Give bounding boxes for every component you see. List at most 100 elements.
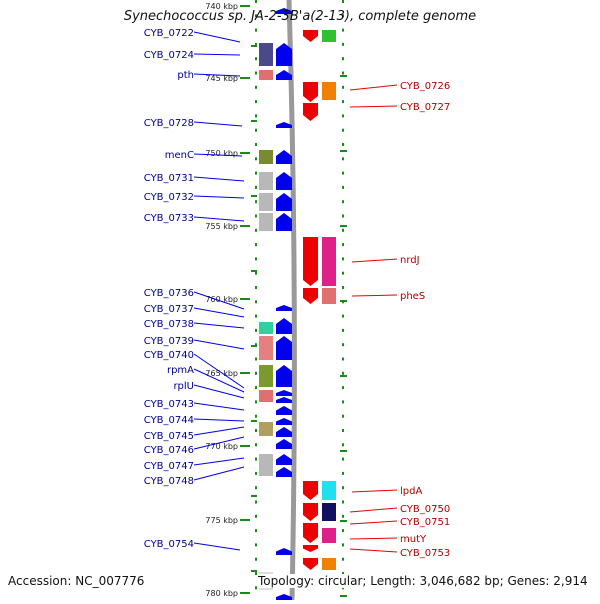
- track-dot: [255, 357, 257, 361]
- scale-tick-label: 775 kbp: [205, 516, 238, 525]
- track-dot: [255, 271, 257, 275]
- label-connector: [193, 466, 245, 481]
- cog-color-box: [259, 322, 273, 334]
- major-tick: [251, 495, 257, 497]
- cog-color-box: [259, 336, 273, 360]
- track-dot: [255, 471, 257, 475]
- scale-tick: [240, 77, 250, 79]
- gene-label-cyb-0746: CYB_0746: [144, 445, 194, 456]
- scale-tick-label: 765 kbp: [205, 369, 238, 378]
- gene-label-cyb-0751: CYB_0751: [400, 517, 450, 528]
- major-tick: [251, 420, 257, 422]
- track-dot: [255, 28, 257, 32]
- track-dot: [342, 328, 344, 332]
- track-dot: [255, 586, 257, 590]
- gene-label-rpma: rpmA: [167, 365, 194, 376]
- cog-color-box: [259, 365, 273, 387]
- reverse-gene-arrow: [303, 82, 318, 102]
- track-dot: [342, 57, 344, 61]
- track-dot: [255, 85, 257, 89]
- track-dot: [255, 371, 257, 375]
- scale-tick: [240, 519, 250, 521]
- track-dot: [342, 286, 344, 289]
- major-tick: [340, 225, 347, 227]
- track-dot: [342, 357, 344, 361]
- label-connector: [193, 31, 241, 43]
- track-dot: [342, 42, 344, 46]
- cog-color-box: [322, 288, 336, 304]
- track-dot: [342, 171, 344, 175]
- major-tick: [340, 450, 347, 452]
- cog-color-box: [259, 150, 273, 164]
- label-connector: [193, 216, 245, 222]
- scale-tick: [240, 372, 250, 374]
- track-dot: [342, 228, 344, 232]
- label-connector: [193, 418, 245, 422]
- track-dot: [342, 529, 344, 533]
- major-tick: [251, 45, 257, 47]
- track-dot: [255, 328, 257, 332]
- forward-gene-arrow: [276, 8, 292, 14]
- cog-color-box: [259, 43, 273, 66]
- cog-color-box: [259, 172, 273, 190]
- scale-tick-label: 745 kbp: [205, 74, 238, 83]
- accession-text: Accession: NC_007776: [8, 574, 145, 588]
- track-dot: [342, 157, 344, 161]
- track-dot: [255, 214, 257, 218]
- scale-tick-label: 770 kbp: [205, 442, 238, 451]
- label-connector: [193, 121, 243, 127]
- gene-label-cyb-0754: CYB_0754: [144, 539, 194, 550]
- gene-label-cyb-0739: CYB_0739: [144, 336, 194, 347]
- scale-tick-label: 760 kbp: [205, 295, 238, 304]
- reverse-gene-arrow: [303, 545, 318, 552]
- major-tick: [340, 75, 347, 77]
- track-dot: [255, 257, 257, 261]
- label-connector: [193, 384, 245, 399]
- reverse-gene-arrow: [303, 288, 318, 304]
- scale-tick-label: 740 kbp: [205, 2, 238, 11]
- scale-tick: [240, 298, 250, 300]
- label-connector: [193, 402, 245, 411]
- track-dot: [342, 100, 344, 104]
- track-dot: [255, 114, 257, 118]
- label-connector: [193, 53, 241, 56]
- label-connector: [351, 489, 398, 493]
- gene-label-rplu: rplU: [173, 381, 194, 392]
- major-tick: [340, 520, 347, 522]
- gene-label-nrdj: nrdJ: [400, 255, 420, 266]
- cog-color-box: [259, 422, 273, 436]
- reverse-gene-arrow: [303, 103, 318, 121]
- label-connector: [349, 548, 398, 553]
- forward-gene-arrow: [276, 390, 292, 396]
- forward-gene-arrow: [276, 70, 292, 80]
- track-dot: [255, 514, 257, 518]
- forward-gene-arrow: [276, 43, 292, 66]
- track-dot: [255, 429, 257, 432]
- label-connector: [193, 73, 241, 77]
- track-dot: [342, 386, 344, 390]
- gene-label-cyb-0731: CYB_0731: [144, 173, 194, 184]
- gene-label-muty: mutY: [400, 534, 427, 545]
- cog-color-box: [322, 503, 336, 521]
- gene-label-menc: menC: [165, 150, 194, 161]
- major-tick: [251, 195, 257, 197]
- gene-label-lpda: lpdA: [400, 486, 422, 497]
- label-connector: [193, 291, 245, 310]
- track-dot: [342, 429, 344, 432]
- track-dot: [342, 471, 344, 475]
- track-dot: [342, 257, 344, 261]
- gene-label-cyb-0732: CYB_0732: [144, 192, 194, 203]
- label-connector: [193, 153, 243, 157]
- scale-tick: [240, 592, 250, 594]
- major-tick: [340, 300, 347, 302]
- track-dot: [255, 457, 257, 461]
- label-connector: [351, 294, 398, 297]
- gene-label-cyb-0745: CYB_0745: [144, 431, 194, 442]
- label-connector: [349, 520, 398, 525]
- label-connector: [193, 176, 245, 182]
- label-connector: [349, 507, 398, 513]
- cog-color-box: [259, 193, 273, 211]
- major-tick: [340, 595, 347, 597]
- forward-gene-arrow: [276, 439, 292, 449]
